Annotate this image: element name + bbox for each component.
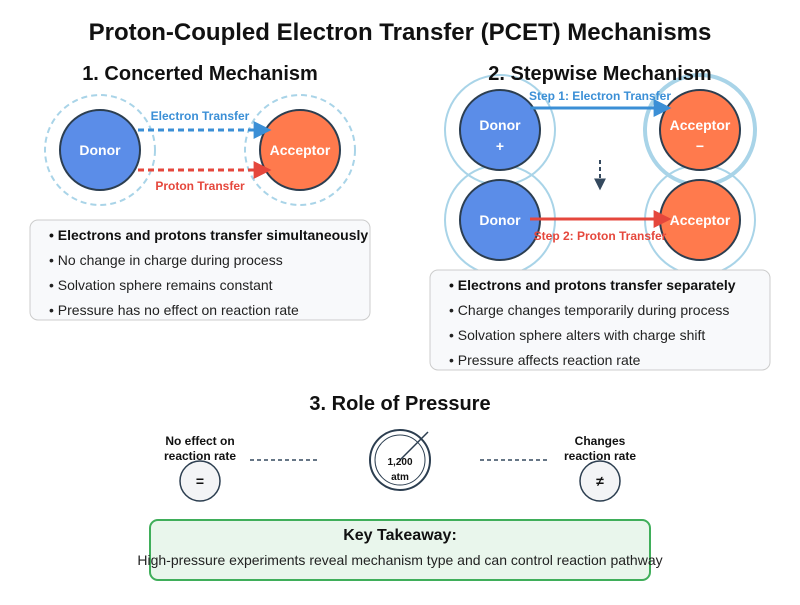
page-title: Proton-Coupled Electron Transfer (PCET) … bbox=[89, 19, 712, 46]
stepwise-donor-label: Donor bbox=[479, 212, 521, 228]
key-takeaway-title: Key Takeaway: bbox=[343, 527, 457, 544]
stepwise-acceptor-label: Acceptor bbox=[670, 212, 731, 228]
concerted-donor-label: Donor bbox=[79, 142, 121, 158]
step2-label: Step 2: Proton Transfer bbox=[534, 229, 667, 243]
concerted-heading: 1. Concerted Mechanism bbox=[82, 63, 318, 85]
changes-label-line1: Changes bbox=[575, 434, 626, 448]
equal-symbol-circle bbox=[179, 460, 221, 502]
concerted-section: 1. Concerted Mechanism Donor Acceptor El… bbox=[29, 63, 371, 321]
pressure-value: 1,200 bbox=[387, 457, 412, 468]
stepwise-bullet-2: • Charge changes temporarily during proc… bbox=[449, 302, 729, 318]
stepwise-acceptor-charged-label: Acceptor bbox=[670, 117, 731, 133]
stepwise-donor-charge: + bbox=[496, 138, 504, 154]
key-takeaway: Key Takeaway: High-pressure experiments … bbox=[137, 519, 663, 581]
stepwise-bullet-1: • Electrons and protons transfer separat… bbox=[449, 277, 736, 293]
not-equal-symbol-circle bbox=[579, 460, 621, 502]
stepwise-donor-charged-label: Donor bbox=[479, 117, 521, 133]
stepwise-bullet-4: • Pressure affects reaction rate bbox=[449, 352, 641, 368]
no-effect-label-line1: No effect on bbox=[165, 434, 234, 448]
changes-label-line2: reaction rate bbox=[564, 449, 636, 463]
stepwise-acceptor-charged-node bbox=[659, 89, 741, 171]
concerted-acceptor-node bbox=[259, 109, 341, 191]
step1-label: Step 1: Electron Transfer bbox=[529, 89, 671, 103]
pressure-gauge-needle bbox=[399, 431, 429, 461]
proton-transfer-label: Proton Transfer bbox=[155, 179, 245, 193]
stepwise-donor-charged-node bbox=[459, 89, 541, 171]
donor-solvation-shell bbox=[44, 94, 156, 206]
electron-transfer-label: Electron Transfer bbox=[151, 109, 250, 123]
concerted-bullet-2: • No change in charge during process bbox=[49, 252, 283, 268]
stepwise-info-box bbox=[429, 269, 771, 371]
stepwise-heading: 2. Stepwise Mechanism bbox=[488, 63, 711, 85]
acceptor-solvation-shell bbox=[244, 94, 356, 206]
key-takeaway-text: High-pressure experiments reveal mechani… bbox=[137, 552, 662, 568]
pressure-heading: 3. Role of Pressure bbox=[309, 393, 490, 415]
concerted-donor-node bbox=[59, 109, 141, 191]
concerted-bullet-1: • Electrons and protons transfer simulta… bbox=[49, 227, 368, 243]
stepwise-bullet-3: • Solvation sphere alters with charge sh… bbox=[449, 327, 705, 343]
stepwise-section: 2. Stepwise Mechanism Donor + Acceptor −… bbox=[429, 63, 771, 371]
pressure-section: 3. Role of Pressure No effect on reactio… bbox=[164, 393, 636, 502]
concerted-info-box bbox=[29, 219, 371, 321]
concerted-bullet-4: • Pressure has no effect on reaction rat… bbox=[49, 302, 299, 318]
pressure-gauge-inner bbox=[374, 434, 426, 486]
stepwise-acceptor-charge: − bbox=[696, 138, 704, 154]
equal-symbol: = bbox=[196, 473, 204, 489]
concerted-bullet-3: • Solvation sphere remains constant bbox=[49, 277, 273, 293]
concerted-acceptor-label: Acceptor bbox=[270, 142, 331, 158]
key-takeaway-box bbox=[149, 519, 651, 581]
no-effect-label-line2: reaction rate bbox=[164, 449, 236, 463]
not-equal-symbol: ≠ bbox=[596, 473, 604, 489]
pressure-unit: atm bbox=[391, 472, 409, 483]
